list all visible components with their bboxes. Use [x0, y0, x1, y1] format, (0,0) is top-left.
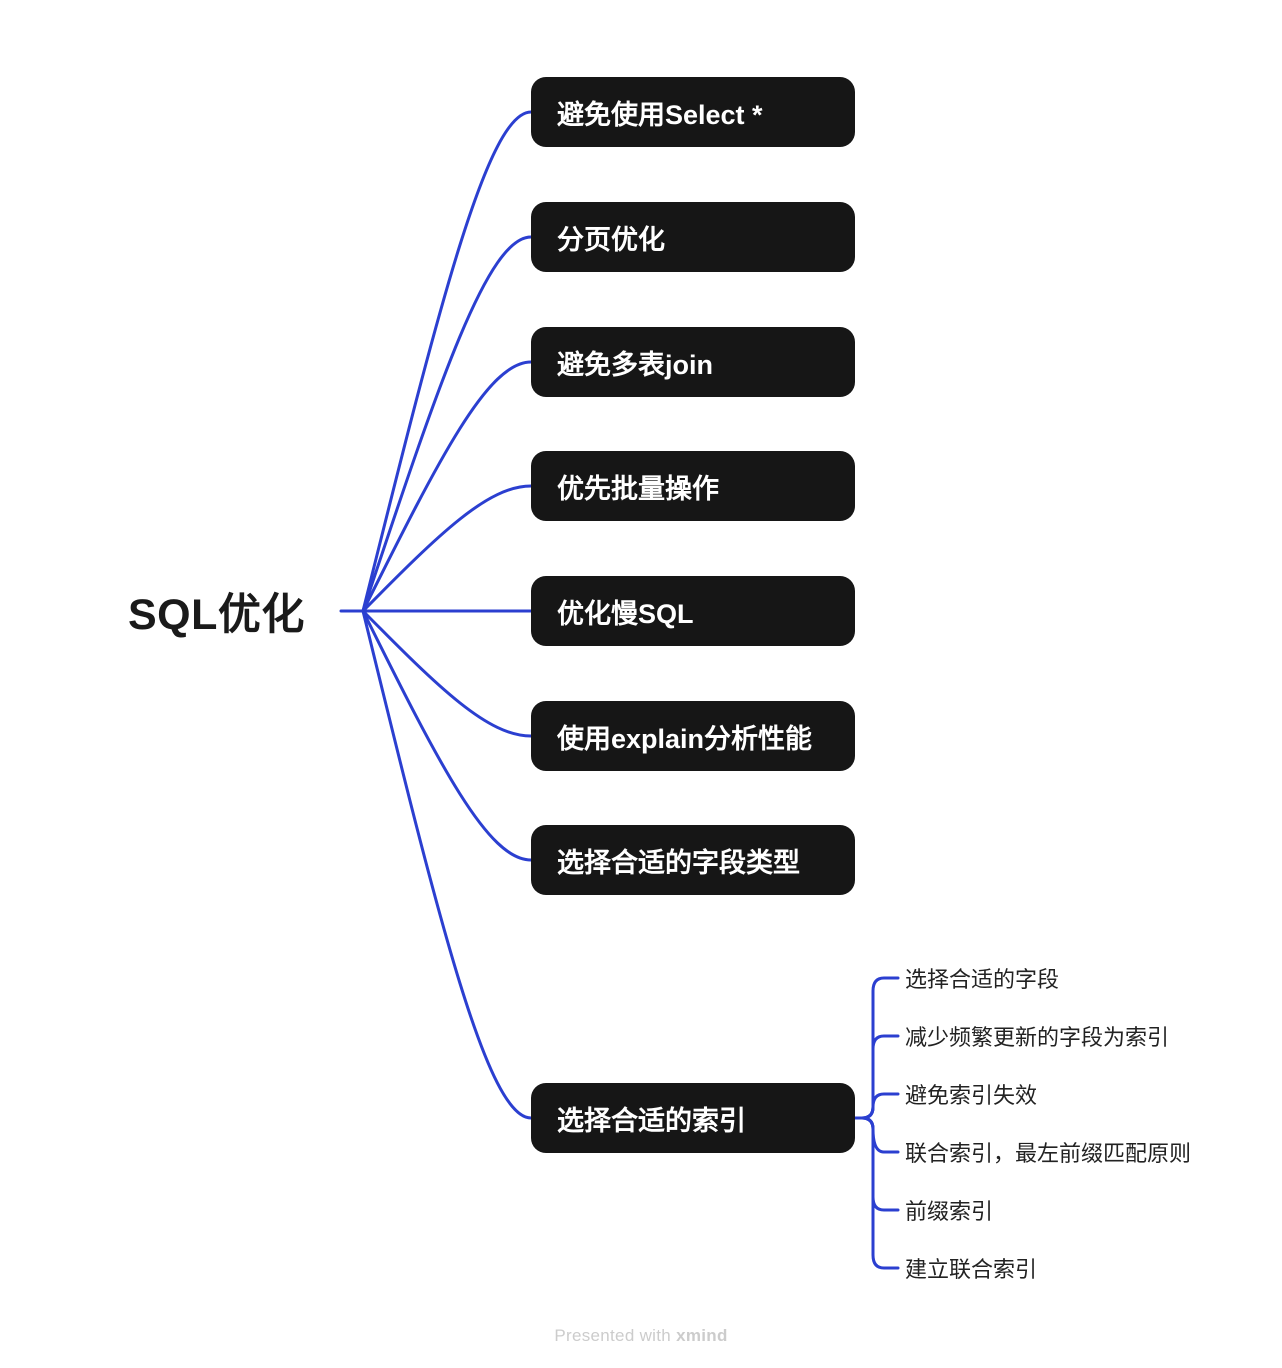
branch-node-pagination[interactable]: 分页优化 [531, 202, 855, 272]
watermark-prefix: Presented with [554, 1326, 677, 1345]
connector-branch-3 [361, 360, 533, 613]
connector-branch-4 [361, 484, 533, 613]
subtopic-composite-index[interactable]: 建立联合索引 [905, 1257, 1038, 1282]
branch-node-optimize-slow-sql[interactable]: 优化慢SQL [531, 576, 855, 646]
connector-branch-8 [361, 609, 533, 1120]
branch-node-avoid-select-star[interactable]: 避免使用Select * [531, 77, 855, 147]
subtopic-avoid-frequent-update-index[interactable]: 减少频繁更新的字段为索引 [905, 1025, 1170, 1050]
xmind-logo-text: xmind [676, 1326, 728, 1345]
root-topic-sql-optimization[interactable]: SQL优化 [128, 591, 305, 639]
subtopic-prefix-index[interactable]: 前缀索引 [905, 1199, 994, 1224]
connector-branch-6 [361, 609, 533, 738]
connector-branch-7 [361, 609, 533, 862]
connector-sub-5 [853, 1116, 900, 1212]
connector-sub-3 [853, 1092, 900, 1120]
branch-node-avoid-multi-join[interactable]: 避免多表join [531, 327, 855, 397]
branch-node-choose-index[interactable]: 选择合适的索引 [531, 1083, 855, 1153]
connector-branch-2 [361, 235, 533, 613]
subtopic-avoid-index-failure[interactable]: 避免索引失效 [905, 1083, 1038, 1108]
subtopic-choose-fields[interactable]: 选择合适的字段 [905, 967, 1060, 992]
connector-sub-6 [853, 1116, 900, 1270]
branch-node-batch-operations[interactable]: 优先批量操作 [531, 451, 855, 521]
subtopic-leftmost-prefix-rule[interactable]: 联合索引，最左前缀匹配原则 [905, 1141, 1192, 1166]
watermark: Presented with xmind [0, 1326, 1282, 1346]
branch-node-use-explain[interactable]: 使用explain分析性能 [531, 701, 855, 771]
branch-node-field-types[interactable]: 选择合适的字段类型 [531, 825, 855, 895]
connector-sub-4 [853, 1116, 900, 1154]
connector-sub-2 [853, 1034, 900, 1120]
connector-branch-1 [361, 110, 533, 613]
connector-sub-1 [853, 976, 900, 1120]
